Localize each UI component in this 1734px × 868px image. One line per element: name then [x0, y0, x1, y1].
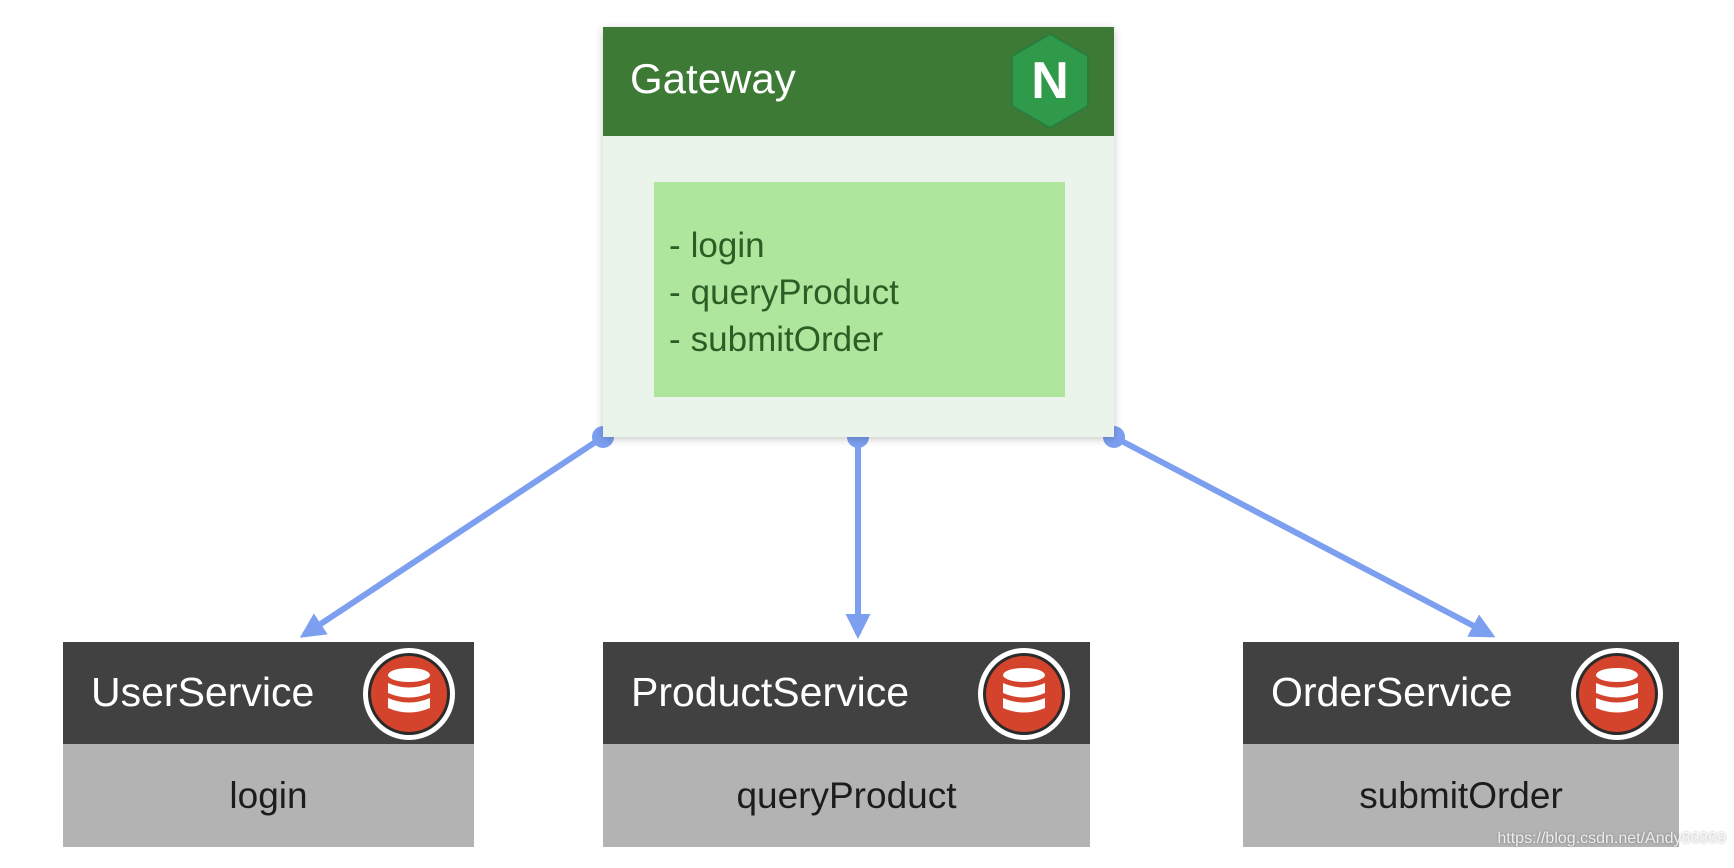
gateway-header: Gateway N [603, 27, 1114, 136]
watermark: https://blog.csdn.net/Andy86869 [1497, 830, 1726, 847]
gateway-node: Gateway N -login -queryProduct -submitOr… [603, 27, 1114, 437]
service-header: UserService [63, 642, 474, 744]
productservice-node: ProductService queryProduct [603, 642, 1090, 847]
route-item: -login [669, 226, 765, 265]
service-header: ProductService [603, 642, 1090, 744]
service-endpoint: submitOrder [1359, 774, 1563, 816]
service-name: UserService [91, 669, 315, 715]
service-name: ProductService [631, 669, 910, 715]
orderservice-node: OrderService submitOrder [1243, 642, 1679, 847]
nginx-hexagon-icon: N [1011, 32, 1089, 130]
database-icon [1571, 648, 1663, 740]
service-endpoint: login [229, 774, 308, 816]
connector-to-orderservice [1112, 434, 1496, 638]
gateway-title: Gateway [630, 55, 796, 102]
connector-to-userservice [299, 434, 605, 638]
route-item-label: login [690, 226, 765, 265]
route-item: -submitOrder [669, 320, 884, 359]
route-item-label: queryProduct [690, 273, 899, 312]
service-name: OrderService [1271, 669, 1513, 715]
service-endpoint: queryProduct [736, 774, 957, 816]
service-header: OrderService [1243, 642, 1679, 744]
gateway-routes-box: -login -queryProduct -submitOrder [654, 182, 1065, 397]
gateway-routes-list: -login -queryProduct -submitOrder [669, 222, 899, 363]
userservice-node: UserService login [63, 642, 474, 847]
gateway-logo-letter: N [1031, 52, 1069, 110]
database-icon [978, 648, 1070, 740]
database-icon [363, 648, 455, 740]
route-item: -queryProduct [669, 273, 899, 312]
route-item-label: submitOrder [690, 320, 884, 359]
